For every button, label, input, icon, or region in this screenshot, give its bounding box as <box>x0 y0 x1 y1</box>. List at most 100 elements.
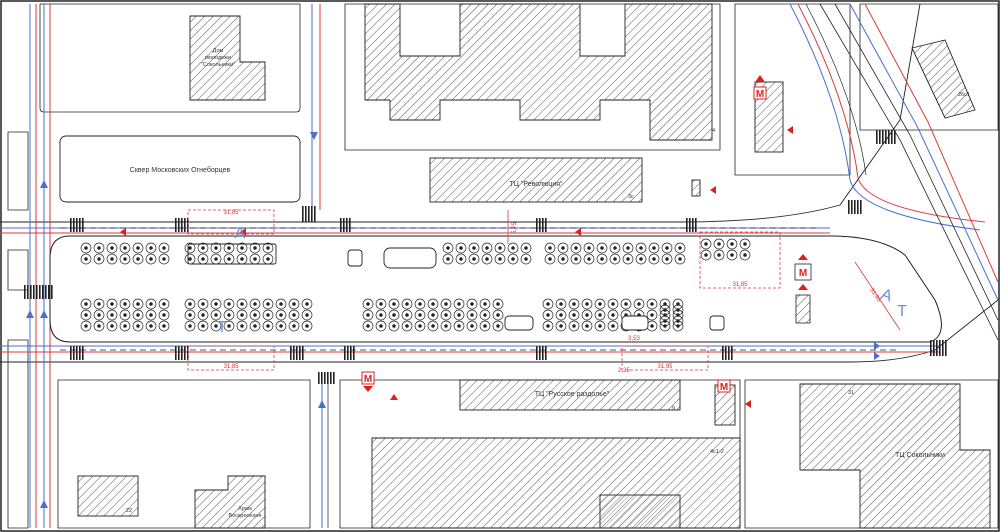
parking-spot-center <box>548 257 552 261</box>
parking-spot-center <box>366 324 370 328</box>
dim-bottom-left: 31,85 <box>223 364 239 370</box>
parking-spot <box>479 320 491 332</box>
car-2 <box>504 315 534 331</box>
parking-spot <box>440 298 452 310</box>
parking-spot <box>492 309 504 321</box>
zebra-stripe <box>545 346 547 360</box>
zebra-stripe <box>346 218 348 232</box>
parking-spot <box>275 320 287 332</box>
zebra-stripe <box>689 218 691 232</box>
zebra-stripe <box>76 218 78 232</box>
parking-spot <box>481 242 493 254</box>
metro-entrance-icon: М <box>361 371 375 392</box>
zebra-stripe <box>302 206 304 222</box>
parking-spot-center <box>418 302 422 306</box>
parking-spot-center <box>240 246 244 250</box>
parking-spot-center <box>305 313 309 317</box>
parking-spot-center <box>459 246 463 250</box>
parking-spot-center <box>97 257 101 261</box>
parking-spot <box>726 238 738 250</box>
zebra-stripe <box>854 200 856 214</box>
parking-spot <box>570 253 582 265</box>
parking-spot <box>466 309 478 321</box>
zebra-stripe <box>542 346 544 360</box>
parking-spot <box>288 309 300 321</box>
parking-spot-center <box>444 302 448 306</box>
parking-spot-center <box>511 246 515 250</box>
parking-spot <box>507 242 519 254</box>
parking-spot <box>555 298 567 310</box>
label-hram-1: Храм <box>238 506 252 512</box>
parking-spot-center <box>162 324 166 328</box>
parking-spot <box>236 320 248 332</box>
parking-spot-center <box>123 302 127 306</box>
parking-spot <box>223 242 235 254</box>
parking-spot <box>468 253 480 265</box>
parking-spot-center <box>574 246 578 250</box>
zebra-stripe <box>353 346 355 360</box>
parking-spot <box>93 298 105 310</box>
parking-spot-center <box>188 313 192 317</box>
zebra-stripe <box>45 285 47 299</box>
zebra-stripe <box>330 372 332 384</box>
parking-spot-center <box>227 246 231 250</box>
parking-spot <box>568 309 580 321</box>
parking-spot-center <box>366 313 370 317</box>
parking-spot-center <box>663 319 667 323</box>
parking-spot <box>453 320 465 332</box>
dim-right-island: 31,85 <box>732 282 748 288</box>
parking-spot <box>301 320 313 332</box>
parking-spot <box>542 298 554 310</box>
parking-spot <box>427 320 439 332</box>
parking-spot <box>93 253 105 265</box>
parking-spot <box>542 320 554 332</box>
zebra-stripe <box>42 285 44 299</box>
parking-spot-center <box>392 313 396 317</box>
parking-spot-center <box>572 313 576 317</box>
zebra-stripe <box>848 200 850 214</box>
parking-spot-center <box>730 242 734 246</box>
parking-spot-center <box>84 257 88 261</box>
parking-spot <box>659 315 671 327</box>
zebra-stripe <box>327 372 329 384</box>
zebra-stripe <box>542 218 544 232</box>
parking-spot <box>492 320 504 332</box>
parking-spot-center <box>574 257 578 261</box>
parking-spot <box>481 253 493 265</box>
parking-spot-center <box>266 324 270 328</box>
parking-spot-center <box>457 324 461 328</box>
parking-spot-center <box>188 324 192 328</box>
zebra-stripe <box>695 218 697 232</box>
parking-spot-center <box>201 324 205 328</box>
parking-spot-center <box>598 302 602 306</box>
parking-spot-center <box>472 246 476 250</box>
dim-top-left: 31,85 <box>223 210 239 216</box>
parking-spot-center <box>485 246 489 250</box>
zebra-stripe <box>178 346 180 360</box>
parking-spot <box>223 320 235 332</box>
parking-spot <box>119 320 131 332</box>
zebra-stripe <box>290 346 292 360</box>
parking-spot <box>507 253 519 265</box>
zebra-stripe <box>324 372 326 384</box>
parking-spot-center <box>730 253 734 257</box>
zebra-stripe <box>82 218 84 232</box>
parking-spot-center <box>626 246 630 250</box>
parking-spot-center <box>743 242 747 246</box>
parking-spot-center <box>392 302 396 306</box>
label-house-26: 26с1 <box>958 92 970 98</box>
zebra-stripe <box>879 130 881 144</box>
zebra-stripe <box>876 130 878 144</box>
parking-spot-center <box>136 246 140 250</box>
parking-spot <box>414 309 426 321</box>
parking-spot <box>620 298 632 310</box>
zebra-stripe <box>860 200 862 214</box>
metro-entrance-icon: М <box>794 254 812 290</box>
parking-spot <box>674 242 686 254</box>
parking-spot <box>158 309 170 321</box>
parking-spot-center <box>704 242 708 246</box>
parking-spot-center <box>253 257 257 261</box>
parking-spot <box>596 242 608 254</box>
parking-spot-center <box>546 313 550 317</box>
label-house-22: 22 <box>126 508 132 514</box>
